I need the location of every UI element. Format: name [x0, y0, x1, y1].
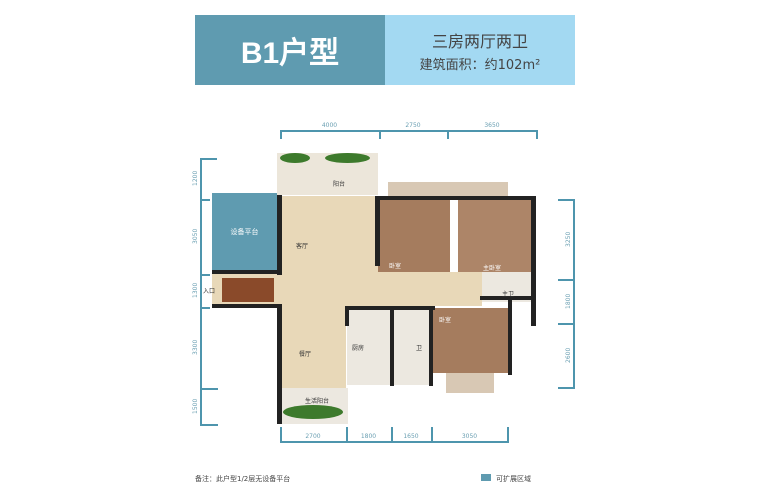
dim-tick	[280, 130, 282, 139]
dim-tick	[391, 427, 393, 443]
dim-tick	[507, 427, 509, 443]
dim-label: 1500	[192, 398, 199, 415]
unit-type-title: B1户型	[195, 15, 385, 85]
dim-tick	[558, 323, 575, 325]
dim-label: 2600	[565, 347, 572, 363]
dim-tick	[558, 387, 575, 389]
dim-label: 1300	[192, 282, 199, 299]
dim-label: 2700	[305, 433, 321, 440]
dim-tick	[558, 279, 575, 281]
shoe-cabinet	[222, 278, 274, 302]
room-label-bedroom: 卧室	[389, 263, 402, 270]
dim-tick	[558, 199, 575, 201]
wall	[480, 296, 535, 300]
room-label-utility-balcony: 生活阳台	[305, 398, 330, 405]
dim-tick	[536, 130, 538, 139]
wall	[375, 196, 380, 266]
room-label-balcony: 阳台	[333, 181, 346, 188]
dim-line-bottom	[280, 441, 509, 443]
bay-window	[446, 373, 494, 393]
entrance-label: 入口	[203, 288, 216, 295]
legend-swatch	[481, 474, 491, 481]
dim-line-top	[280, 130, 537, 132]
dim-label: 1200	[192, 170, 199, 187]
dim-tick	[200, 424, 218, 426]
unit-summary: 三房两厅两卫 建筑面积：约102m²	[385, 15, 575, 85]
bedroom2-floor	[433, 308, 511, 373]
dim-label: 3300	[192, 339, 199, 356]
dim-label: 1800	[565, 293, 572, 309]
dining-floor	[280, 306, 346, 388]
dim-tick	[379, 130, 381, 139]
dim-tick	[200, 199, 210, 201]
dim-tick	[431, 427, 433, 443]
dim-tick	[200, 307, 210, 309]
dim-line-left	[200, 158, 202, 425]
dim-tick	[200, 388, 218, 390]
dim-tick	[200, 274, 210, 276]
dim-tick	[346, 427, 348, 443]
wall	[531, 196, 536, 326]
dim-label: 3250	[565, 231, 572, 247]
master-bedroom-floor	[458, 200, 533, 272]
dim-tick	[447, 130, 449, 139]
kitchen-floor	[347, 310, 391, 385]
plant-icon	[280, 153, 310, 163]
dim-tick	[200, 158, 217, 160]
wall	[212, 304, 282, 308]
dim-tick	[280, 427, 282, 443]
dim-label: 1650	[403, 433, 419, 440]
bedroom1-floor	[378, 200, 450, 272]
room-label-bath: 卫	[416, 345, 423, 352]
bath-floor	[392, 310, 432, 385]
wall	[277, 304, 282, 424]
wall	[375, 196, 535, 200]
room-label: 设备平台	[230, 227, 259, 236]
bay-window	[388, 182, 508, 200]
equipment-platform: 设备平台	[212, 193, 277, 270]
wall	[429, 306, 433, 386]
dim-label: 3050	[461, 433, 478, 440]
room-label-master-bedroom: 主卧室	[483, 265, 502, 272]
room-label-dining: 餐厅	[299, 351, 312, 358]
wall	[390, 306, 394, 386]
dim-label: 3050	[192, 228, 199, 245]
legend-label: 可扩展区域	[496, 475, 531, 483]
room-label-bedroom: 卧室	[439, 317, 452, 324]
dim-label: 2750	[405, 122, 421, 129]
wall	[508, 300, 512, 375]
dim-label: 3650	[484, 122, 500, 129]
dim-label: 4000	[321, 122, 338, 129]
plant-icon	[283, 405, 343, 419]
wall	[345, 306, 349, 326]
layout-text: 三房两厅两卫	[431, 31, 528, 51]
room-label-master-bath: 主卫	[502, 291, 515, 298]
wall	[212, 270, 282, 274]
footnote: 备注：此户型1/2层无设备平台	[195, 475, 291, 483]
area-text: 建筑面积：约102m²	[419, 57, 541, 73]
room-label-kitchen: 厨房	[352, 345, 365, 352]
dim-label: 1800	[360, 433, 377, 440]
dim-line-right	[573, 199, 575, 388]
room-label-living: 客厅	[296, 243, 309, 250]
plant-icon	[325, 153, 370, 163]
wall	[277, 195, 282, 275]
